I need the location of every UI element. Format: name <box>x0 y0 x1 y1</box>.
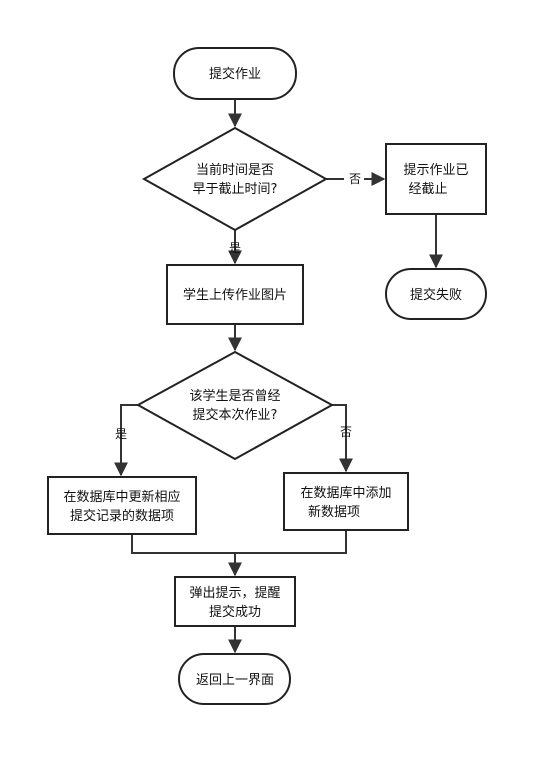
edge-label-yes-prev: 是 <box>115 427 127 441</box>
update-record-line1: 在数据库中更新相应 <box>63 489 180 505</box>
update-record-line2: 提交记录的数据项 <box>70 508 174 524</box>
deadline-message-box <box>385 143 487 215</box>
edge-label-no-prev: 否 <box>340 425 352 439</box>
edge-label-no-deadline: 否 <box>349 172 361 186</box>
upload-label: 学生上传作业图片 <box>183 287 287 303</box>
deadline-check-label-line2: 早于截止时间? <box>193 182 278 197</box>
success-message-box <box>174 576 296 627</box>
connector-add-to-merge <box>235 530 347 554</box>
connector-prev-no <box>332 404 353 473</box>
deadline-check-label-line1: 当前时间是否 <box>196 162 274 178</box>
add-record-box <box>283 472 409 531</box>
edge-label-bg <box>344 170 364 187</box>
connector-prev-yes <box>114 404 138 477</box>
deadline-message-line2: 经截止 <box>408 182 447 197</box>
success-message-line2: 提交成功 <box>209 604 261 620</box>
success-message-line1: 弹出提示，提醒 <box>189 585 280 601</box>
connector-update-to-merge <box>131 534 235 554</box>
add-record-line2: 新数据项 <box>308 504 360 520</box>
deadline-check-decision <box>141 126 329 232</box>
add-record-line1: 在数据库中添加 <box>300 485 391 501</box>
fail-label: 提交失败 <box>410 287 462 303</box>
deadline-message-line1: 提示作业已 <box>403 162 468 178</box>
end-label: 返回上一界面 <box>196 673 274 688</box>
edge-label-yes-deadline: 是 <box>229 241 241 255</box>
previous-submission-decision <box>135 350 335 461</box>
start-terminator <box>173 47 297 100</box>
previous-check-label-line2: 提交本次作业? <box>193 407 278 423</box>
start-label: 提交作业 <box>209 66 261 82</box>
end-terminator <box>178 653 291 705</box>
upload-process-box <box>166 264 304 325</box>
fail-terminator <box>385 268 487 320</box>
previous-check-label-line1: 该学生是否曾经 <box>189 388 280 404</box>
update-record-box <box>47 476 197 535</box>
